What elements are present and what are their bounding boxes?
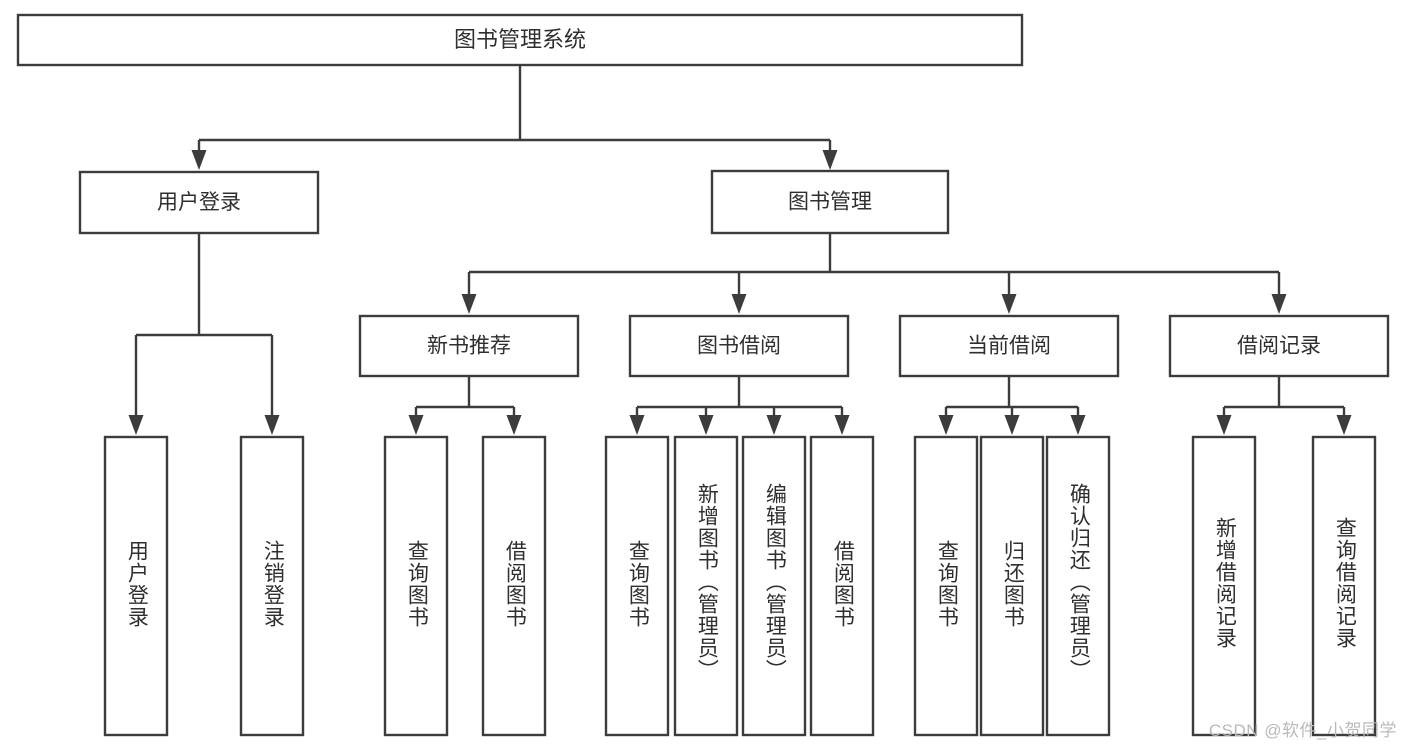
node-box[interactable] (913, 435, 979, 737)
node-current-borrow[interactable]: 当前借阅 (898, 314, 1120, 378)
node-leaf-add-record[interactable] (1191, 435, 1257, 737)
node-box[interactable] (1168, 314, 1390, 378)
arrow-head-icon (1271, 294, 1287, 314)
arrow-head-icon (1001, 294, 1017, 314)
arrow-head-icon (698, 415, 714, 435)
arrow-head-icon (1216, 415, 1232, 435)
node-box[interactable] (358, 314, 580, 378)
node-box[interactable] (481, 435, 547, 737)
node-leaf-confirm-return[interactable] (1045, 435, 1111, 737)
node-box[interactable] (628, 314, 850, 378)
node-leaf-edit-book-admin[interactable] (741, 435, 807, 737)
node-box[interactable] (1045, 435, 1111, 737)
node-box[interactable] (16, 13, 1024, 67)
arrow-head-icon (191, 150, 207, 170)
node-label: 当前借阅 (967, 335, 1051, 358)
node-box[interactable] (741, 435, 807, 737)
node-label: 图书借阅 (697, 335, 781, 358)
arrow-head-icon (408, 415, 424, 435)
node-leaf-add-book-admin[interactable] (673, 435, 739, 737)
node-box[interactable] (78, 170, 320, 235)
node-leaf-borrow-book-2[interactable] (809, 435, 875, 737)
node-box[interactable] (103, 435, 169, 737)
node-box[interactable] (710, 169, 950, 235)
node-label: 图书管理 (788, 191, 872, 214)
node-box[interactable] (1191, 435, 1257, 737)
arrow-head-icon (938, 415, 954, 435)
node-leaf-query-book-2[interactable] (604, 435, 670, 737)
node-box[interactable] (979, 435, 1045, 737)
arrow-head-icon (264, 415, 280, 435)
node-new-book-recommend[interactable]: 新书推荐 (358, 314, 580, 378)
node-book-manage[interactable]: 图书管理 (710, 169, 950, 235)
node-box[interactable] (1311, 435, 1377, 737)
node-leaf-query-book-3[interactable] (913, 435, 979, 737)
node-box[interactable] (239, 435, 305, 737)
node-leaf-query-book-1[interactable] (383, 435, 449, 737)
arrow-head-icon (1336, 415, 1352, 435)
arrow-head-icon (629, 415, 645, 435)
node-box[interactable] (673, 435, 739, 737)
arrow-head-icon (1004, 415, 1020, 435)
node-leaf-logout[interactable] (239, 435, 305, 737)
arrow-head-icon (834, 415, 850, 435)
node-label: 图书管理系统 (454, 27, 586, 52)
node-box[interactable] (898, 314, 1120, 378)
arrow-head-icon (766, 415, 782, 435)
node-book-borrow[interactable]: 图书借阅 (628, 314, 850, 378)
arrow-head-icon (731, 294, 747, 314)
node-user-login[interactable]: 用户登录 (78, 170, 320, 235)
node-box[interactable] (809, 435, 875, 737)
csdn-watermark: CSDN @软件_小贺同学 (1208, 721, 1397, 740)
arrow-head-icon (822, 150, 838, 170)
node-label: 借阅记录 (1237, 335, 1321, 358)
node-label: 新书推荐 (427, 335, 511, 358)
node-leaf-borrow-book-1[interactable] (481, 435, 547, 737)
node-box[interactable] (383, 435, 449, 737)
arrow-head-icon (1070, 415, 1086, 435)
node-label: 用户登录 (157, 191, 241, 214)
arrow-head-icon (461, 294, 477, 314)
arrow-head-icon (506, 415, 522, 435)
node-leaf-user-login[interactable] (103, 435, 169, 737)
node-root[interactable]: 图书管理系统 (16, 13, 1024, 67)
node-leaf-return-book[interactable] (979, 435, 1045, 737)
node-borrow-record[interactable]: 借阅记录 (1168, 314, 1390, 378)
node-box[interactable] (604, 435, 670, 737)
node-leaf-query-record[interactable] (1311, 435, 1377, 737)
arrow-head-icon (128, 415, 144, 435)
